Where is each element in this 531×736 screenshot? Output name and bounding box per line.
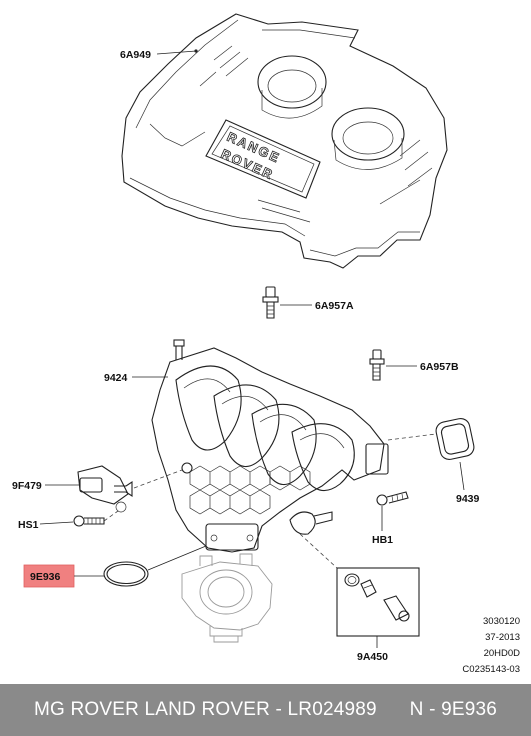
dash-gasket-to-manifold [387, 433, 437, 441]
label-sensor-screw: HS1 [18, 519, 39, 531]
reference-line-2: 37-2013 [485, 632, 520, 643]
label-bolt-a: 6A957A [315, 300, 354, 312]
reference-line-4: C0235143-03 [462, 664, 520, 675]
label-engine-cover: 6A949 [120, 49, 151, 61]
gasket-9e936 [103, 561, 149, 587]
fitting-kit-9a450 [336, 567, 420, 637]
label-sensor: 9F479 [12, 480, 42, 492]
reference-line-1: 3030120 [483, 616, 520, 627]
gasket-9439 [435, 418, 475, 460]
map-sensor [77, 465, 133, 513]
label-fitting-kit: 9A450 [357, 651, 388, 663]
footer-text: MG ROVER LAND ROVER - LR024989 N - 9E936 [33, 699, 498, 720]
label-gasket-highlighted: 9E936 [30, 571, 61, 583]
label-gasket-right: 9439 [456, 493, 480, 505]
dash-kit-to-manifold [299, 533, 338, 569]
screw-hs1 [73, 515, 105, 527]
label-bolt-hb1: HB1 [372, 534, 393, 546]
bolt-hb1 [376, 491, 409, 506]
label-manifold: 9424 [104, 372, 128, 384]
parts-diagram: RANGE ROVER 6A949 6A957A 6A957B [12, 13, 521, 675]
leader-sensor-screw [39, 521, 74, 525]
leader-engine-cover [156, 50, 197, 55]
label-bolt-b: 6A957B [420, 361, 459, 373]
dash-screw-to-sensor [103, 510, 119, 522]
throttle-body [181, 553, 273, 643]
reference-line-3: 20HD0D [484, 648, 521, 659]
bolt-6a957b [369, 349, 385, 381]
leader-gasket-to-manifold [147, 545, 207, 571]
bolt-6a957a [262, 286, 279, 319]
leader-gasket-right [459, 461, 465, 491]
footer-bar: MG ROVER LAND ROVER - LR024989 N - 9E936 [0, 684, 531, 736]
dash-sensor-to-manifold [133, 469, 183, 489]
leader-dot-engine-cover [194, 49, 198, 53]
intake-manifold [151, 339, 389, 553]
engine-cover: RANGE ROVER [121, 13, 448, 269]
